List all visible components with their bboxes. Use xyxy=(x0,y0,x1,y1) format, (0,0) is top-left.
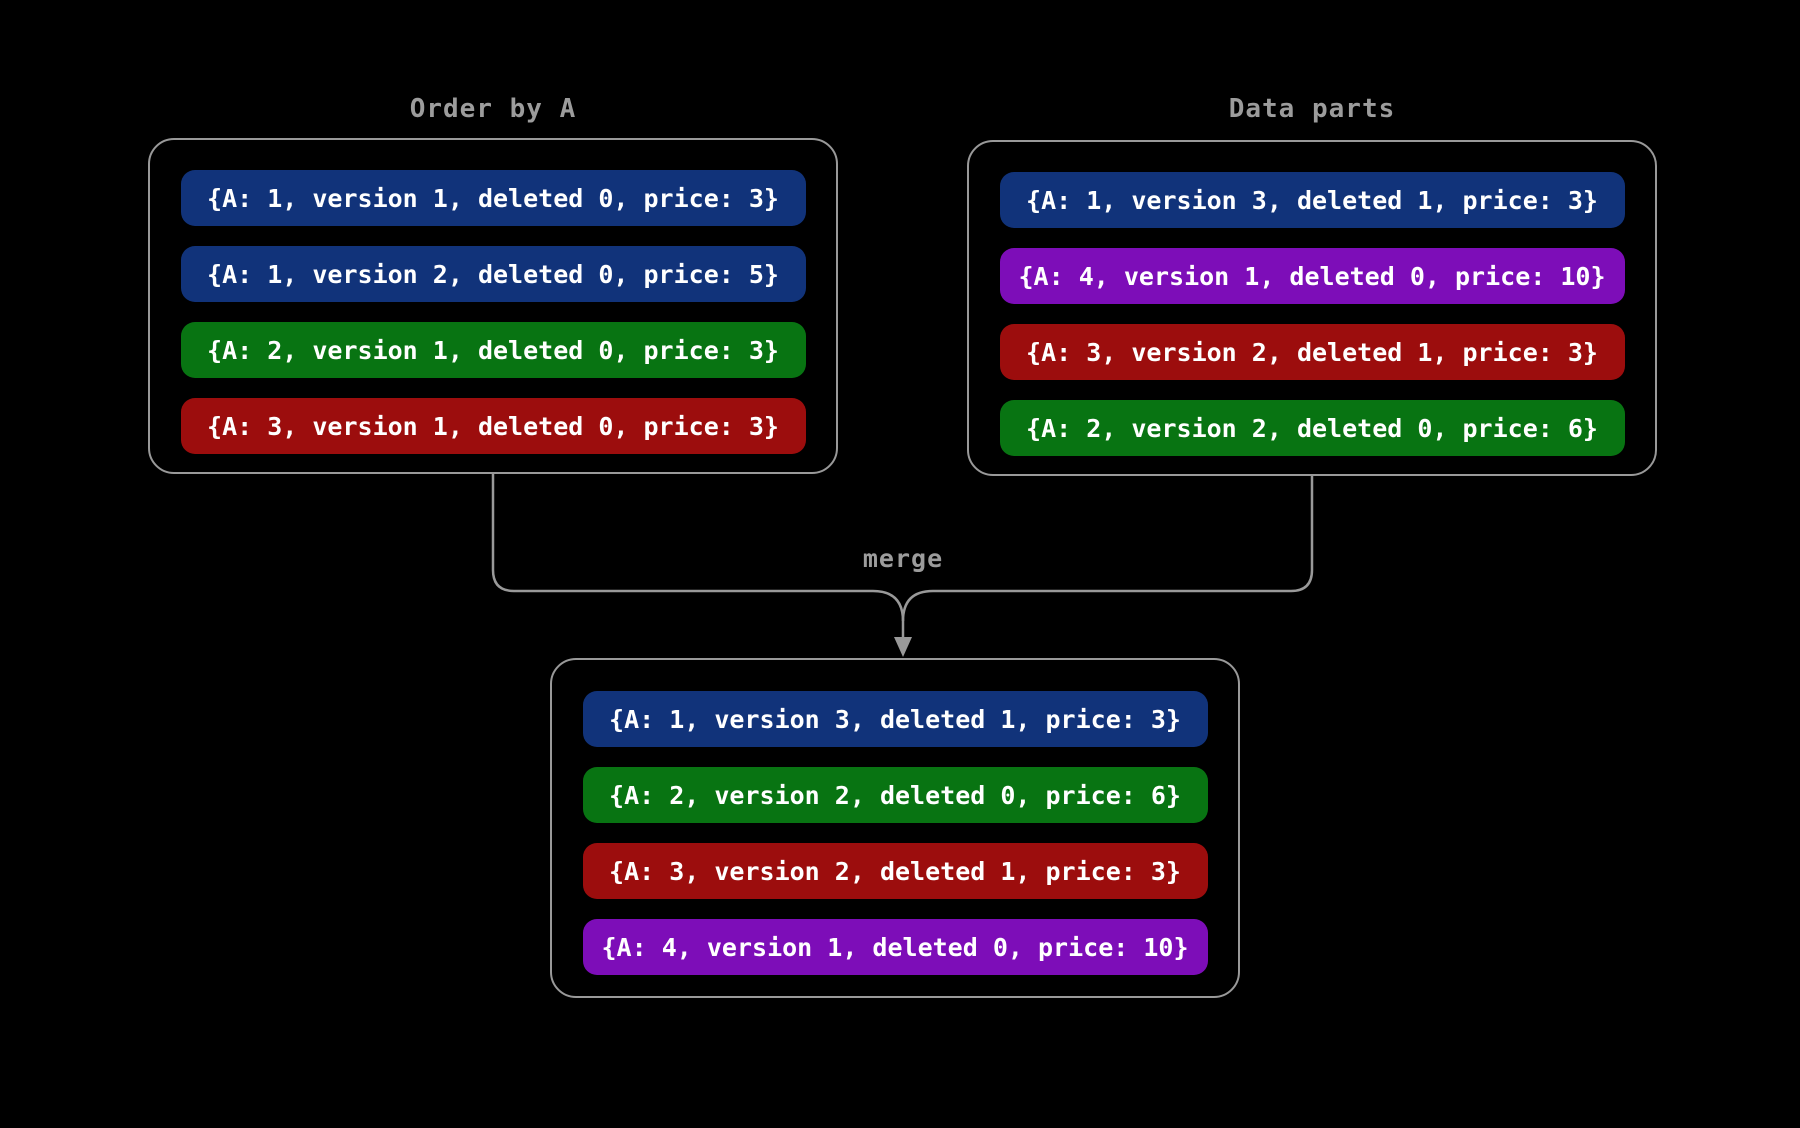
merged-result-box: {A: 1, version 3, deleted 1, price: 3} {… xyxy=(550,658,1240,998)
record-row: {A: 2, version 2, deleted 0, price: 6} xyxy=(999,400,1625,456)
record-row: {A: 3, version 2, deleted 1, price: 3} xyxy=(999,324,1625,380)
record-row: {A: 4, version 1, deleted 0, price: 10} xyxy=(999,248,1625,304)
data-parts-box: {A: 1, version 3, deleted 1, price: 3} {… xyxy=(967,140,1657,476)
connector-left-branch xyxy=(491,474,905,622)
connector-right-branch xyxy=(901,476,1314,622)
arrowhead-icon xyxy=(894,637,912,657)
data-parts-title: Data parts xyxy=(1228,94,1396,124)
order-by-a-title: Order by A xyxy=(409,94,577,124)
record-row: {A: 4, version 1, deleted 0, price: 10} xyxy=(582,919,1208,975)
record-row: {A: 1, version 1, deleted 0, price: 3} xyxy=(180,170,806,226)
record-row: {A: 2, version 2, deleted 0, price: 6} xyxy=(582,767,1208,823)
record-row: {A: 2, version 1, deleted 0, price: 3} xyxy=(180,322,806,378)
record-row: {A: 3, version 1, deleted 0, price: 3} xyxy=(180,398,806,454)
order-by-a-box: {A: 1, version 1, deleted 0, price: 3} {… xyxy=(148,138,838,474)
record-row: {A: 1, version 3, deleted 1, price: 3} xyxy=(582,691,1208,747)
merge-label: merge xyxy=(862,544,944,573)
record-row: {A: 1, version 2, deleted 0, price: 5} xyxy=(180,246,806,302)
record-row: {A: 3, version 2, deleted 1, price: 3} xyxy=(582,843,1208,899)
record-row: {A: 1, version 3, deleted 1, price: 3} xyxy=(999,172,1625,228)
